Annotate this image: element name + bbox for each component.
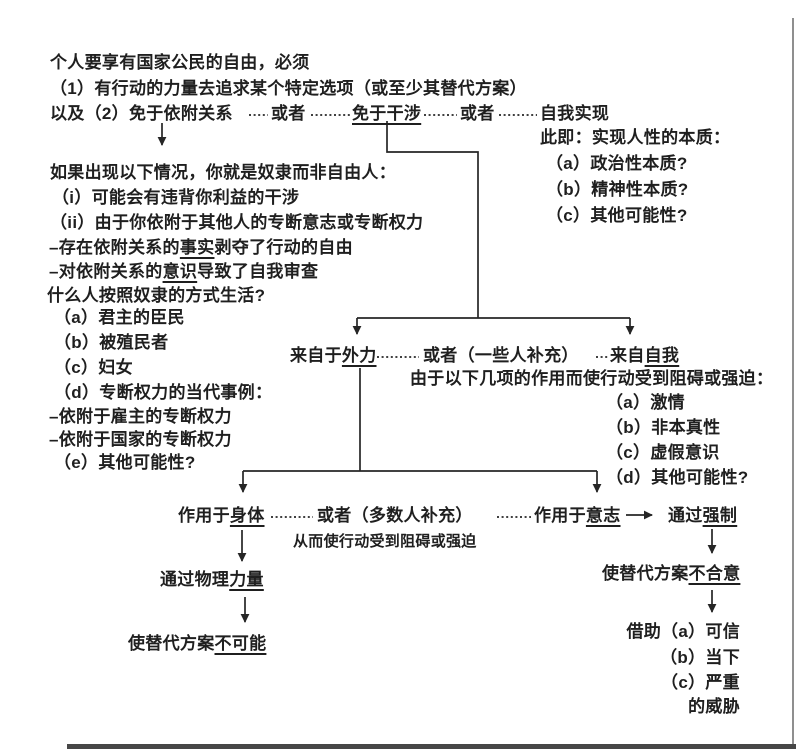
will-underlined: 意志 bbox=[585, 506, 621, 525]
premise-line-2: （1）有行动的力量去追求某个特定选项（或至少其替代方案） bbox=[50, 79, 527, 98]
threat-line-4: 的威胁 bbox=[688, 697, 740, 716]
slavery-example-d: （d）专断权力的当代事例： bbox=[54, 383, 273, 402]
internal-pre: 来自 bbox=[610, 346, 645, 365]
self-realization-item-a: （a）政治性本质? bbox=[546, 154, 688, 173]
fact-underlined: 事实 bbox=[179, 238, 215, 257]
cause-item-a: （a）激情 bbox=[606, 393, 685, 412]
node-from-self: 来自自我 bbox=[610, 346, 679, 366]
threat-line-3: （c）严重 bbox=[661, 673, 740, 692]
slavery-question: 什么人按照奴隶的方式生活? bbox=[47, 286, 266, 305]
awareness-pre: –对依附关系的 bbox=[49, 262, 163, 281]
slavery-intro: 如果出现以下情况，你就是奴隶而非自由人： bbox=[50, 163, 396, 182]
or-label-3: 或者（一些人补充） bbox=[423, 346, 579, 365]
slavery-example-a: （a）君主的臣民 bbox=[54, 308, 185, 327]
physical-force-pre: 通过物理 bbox=[160, 570, 230, 589]
line-interference-down bbox=[386, 121, 479, 318]
slavery-example-b: （b）被殖民者 bbox=[54, 333, 169, 352]
cause-item-c: （c）虚假意识 bbox=[606, 443, 720, 462]
awareness-post: 导致了自我审查 bbox=[197, 262, 319, 281]
fact-post: 剥夺了行动的自由 bbox=[214, 238, 353, 257]
node-via-coercion: 通过强制 bbox=[668, 506, 737, 526]
impossible-underlined: 不可能 bbox=[214, 634, 267, 653]
premise-line-3-lead: 以及（2）免于依附关系 bbox=[50, 104, 233, 123]
target-sub-note: 从而使行动受到阻碍或强迫 bbox=[293, 533, 477, 550]
slavery-cond-i: （i）可能会有违背你利益的干涉 bbox=[52, 188, 300, 207]
node-undesirable: 使替代方案不合意 bbox=[602, 564, 740, 584]
will-pre: 作用于 bbox=[534, 506, 586, 525]
slavery-example-c: （c）妇女 bbox=[54, 358, 133, 377]
node-impossible: 使替代方案不可能 bbox=[128, 634, 266, 654]
undesirable-underlined: 不合意 bbox=[688, 564, 741, 583]
node-acts-on-body: 作用于身体 bbox=[178, 506, 265, 526]
or-label-1: 或者 bbox=[271, 104, 306, 123]
slavery-fact-line: –存在依附关系的事实剥夺了行动的自由 bbox=[49, 238, 353, 258]
body-underlined: 身体 bbox=[229, 506, 265, 525]
node-acts-on-will: 作用于意志 bbox=[534, 506, 621, 526]
threat-line-1: 借助（a）可信 bbox=[626, 622, 740, 641]
coercion-pre: 通过 bbox=[668, 506, 703, 525]
slavery-awareness-line: –对依附关系的意识导致了自我审查 bbox=[49, 262, 318, 282]
external-underlined: 外力 bbox=[341, 346, 377, 365]
or-label-4: 或者（多数人补充） bbox=[317, 506, 473, 525]
node-non-interference: 免于干涉 bbox=[352, 104, 422, 123]
external-pre: 来自于 bbox=[290, 346, 342, 365]
coercion-underlined: 强制 bbox=[702, 506, 738, 525]
node-physical-force: 通过物理力量 bbox=[160, 570, 264, 590]
premise-line-1: 个人要享有国家公民的自由，必须 bbox=[50, 53, 310, 72]
body-pre: 作用于 bbox=[178, 506, 230, 525]
cause-item-d: （d）其他可能性? bbox=[606, 468, 749, 487]
scan-bottom-edge bbox=[67, 744, 796, 749]
undesirable-pre: 使替代方案 bbox=[602, 564, 689, 583]
or-label-2: 或者 bbox=[460, 104, 495, 123]
self-realization-item-c: （c）其他可能性? bbox=[546, 206, 688, 225]
cause-intro: 由于以下几项的作用而使行动受到阻碍或强迫： bbox=[410, 369, 774, 388]
slavery-example-e: （e）其他可能性? bbox=[54, 453, 196, 472]
cause-item-b: （b）非本真性 bbox=[606, 418, 721, 437]
node-external-force: 来自于外力 bbox=[290, 346, 377, 366]
impossible-pre: 使替代方案 bbox=[128, 634, 215, 653]
physical-force-underlined: 力量 bbox=[229, 570, 264, 589]
internal-underlined: 自我 bbox=[644, 346, 680, 365]
node-self-realization: 自我实现 bbox=[540, 104, 610, 123]
self-realization-item-b: （b）精神性本质? bbox=[546, 180, 689, 199]
slavery-example-d1: –依附于雇主的专断权力 bbox=[49, 407, 232, 426]
threat-line-2: （b）当下 bbox=[660, 648, 740, 667]
slavery-example-d2: –依附于国家的专断权力 bbox=[49, 430, 232, 449]
fact-pre: –存在依附关系的 bbox=[49, 238, 180, 257]
self-realization-heading: 此即：实现人性的本质： bbox=[540, 128, 731, 147]
slavery-cond-ii: （ii）由于你依附于其他人的专断意志或专断权力 bbox=[50, 213, 424, 232]
awareness-underlined: 意识 bbox=[162, 262, 198, 281]
